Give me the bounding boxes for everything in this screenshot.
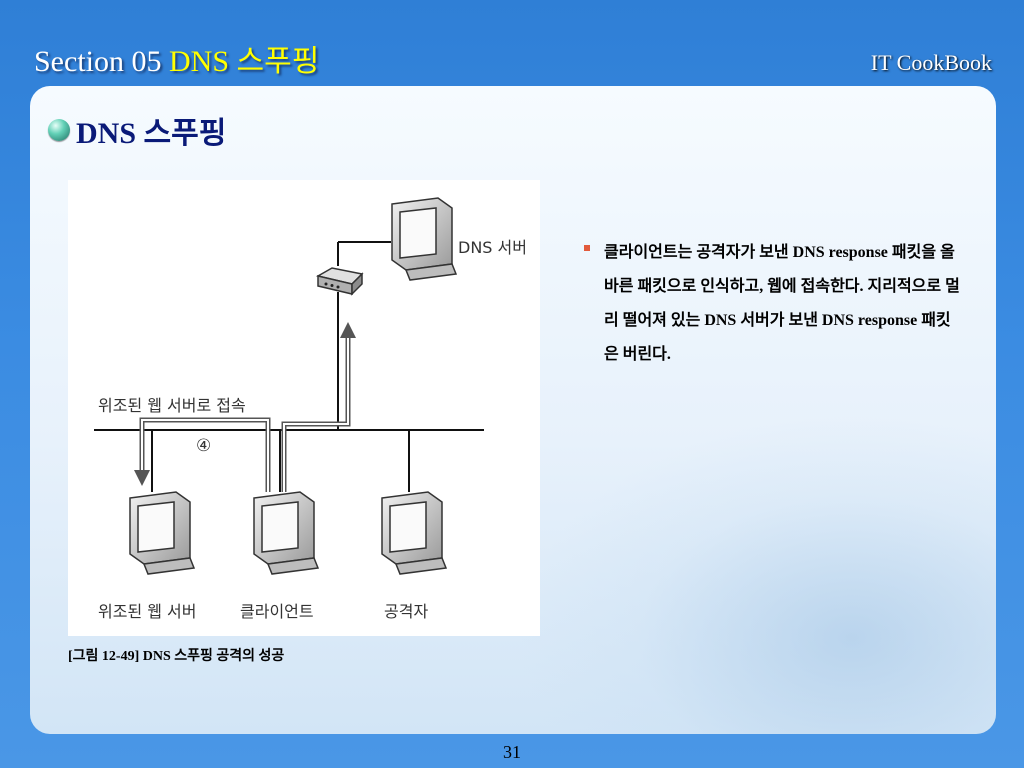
section-title: Section 05 DNS 스푸핑 xyxy=(34,36,319,80)
step-number-label: ④ xyxy=(196,436,212,456)
slide-heading: DNS 스푸핑 xyxy=(48,108,226,152)
dns-server-monitor-icon xyxy=(391,197,458,281)
fake-web-server-monitor-icon xyxy=(129,491,196,575)
page-number: 31 xyxy=(503,742,521,762)
client-monitor-icon xyxy=(253,491,320,575)
attacker-label: 공격자 xyxy=(384,602,429,621)
fake-connect-label: 위조된 웹 서버로 접속 xyxy=(98,396,246,415)
router-icon xyxy=(315,267,364,296)
fake-connect-arrowhead xyxy=(134,470,150,486)
network-diagram xyxy=(94,197,484,575)
section-topic: DNS 스푸핑 xyxy=(169,45,320,78)
dns-spoofing-figure: DNS 서버 위조된 웹 서버로 접속 ④ 위조된 웹 서버 클라이언트 공격자 xyxy=(68,180,540,636)
client-label: 클라이언트 xyxy=(240,602,314,621)
section-number: Section 05 xyxy=(34,45,162,78)
figure-caption: [그림 12-49] DNS 스푸핑 공격의 성공 xyxy=(68,649,285,664)
bullet-orb-icon xyxy=(48,119,70,141)
network-wires xyxy=(94,241,484,492)
bullet-item: 클라이언트는 공격자가 보낸 DNS response 패킷을 올바른 패킷으로… xyxy=(604,244,960,363)
dns-response-arrowhead xyxy=(340,322,356,338)
dns-server-label: DNS 서버 xyxy=(458,238,527,257)
bullet-list: 클라이언트는 공격자가 보낸 DNS response 패킷을 올바른 패킷으로… xyxy=(584,236,960,372)
brand-label: IT CookBook xyxy=(870,50,992,75)
attacker-monitor-icon xyxy=(381,491,448,575)
slide-heading-text: DNS 스푸핑 xyxy=(76,117,227,150)
square-bullet-icon xyxy=(584,245,590,251)
fake-server-label: 위조된 웹 서버 xyxy=(98,602,197,621)
